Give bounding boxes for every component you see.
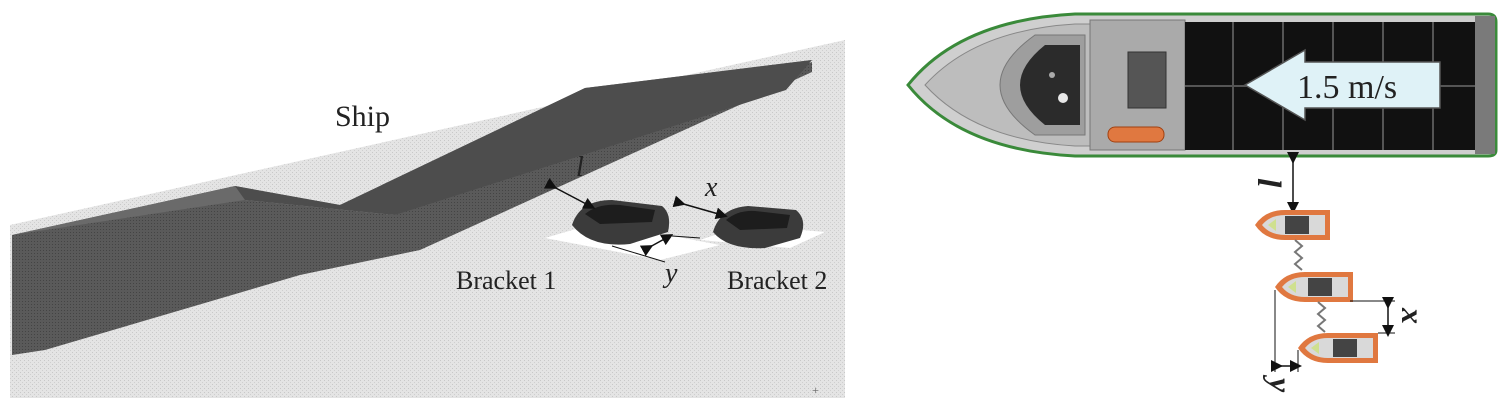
dim-x-arrow bbox=[672, 195, 728, 220]
ship-hull-side bbox=[12, 62, 812, 355]
bracket1-boat bbox=[572, 200, 670, 245]
boat-1 bbox=[1255, 210, 1330, 240]
right-panel-top-view: 1.5 m/s l x bbox=[906, 12, 1498, 393]
dim-x-label: x bbox=[704, 172, 718, 203]
boat-3 bbox=[1298, 333, 1378, 363]
ship-lifeboat bbox=[1107, 126, 1165, 143]
ship-deck-top bbox=[235, 60, 812, 215]
ship-machinery-panel bbox=[1127, 51, 1167, 109]
ship-label: Ship bbox=[335, 100, 390, 133]
dim-y-label-rotated: y bbox=[1263, 374, 1299, 393]
dim-l-arrow bbox=[543, 177, 596, 209]
left-panel-3d-view: Ship l x y Bracket 1 Bracket 2 + bbox=[10, 40, 845, 398]
dim-y-extension-2 bbox=[671, 235, 701, 239]
dim-y-extension bbox=[611, 245, 666, 263]
boat-2 bbox=[1275, 272, 1353, 302]
dim-y-arrow bbox=[639, 234, 674, 257]
dim-y-label: y bbox=[662, 258, 678, 289]
dim-x-label-rotated: x bbox=[1395, 307, 1431, 324]
bracket2-label: Bracket 2 bbox=[727, 266, 827, 295]
speed-arrow bbox=[1243, 48, 1441, 122]
mooring-connector-1 bbox=[1293, 239, 1304, 271]
ship-deck-fitting bbox=[1058, 93, 1068, 103]
bracket2-boat bbox=[713, 206, 804, 249]
bracket1-label: Bracket 1 bbox=[456, 266, 556, 295]
dim-l-label-rotated: l bbox=[1250, 178, 1287, 188]
mooring-connector-2 bbox=[1316, 301, 1327, 333]
ship-deck-fitting-2 bbox=[1049, 72, 1055, 78]
speed-label: 1.5 m/s bbox=[1297, 69, 1397, 106]
ship-bridge-dark bbox=[1020, 45, 1080, 125]
dim-l-label: l bbox=[576, 152, 584, 183]
small-marker: + bbox=[812, 383, 819, 397]
ship-stern-edge bbox=[1475, 16, 1495, 154]
